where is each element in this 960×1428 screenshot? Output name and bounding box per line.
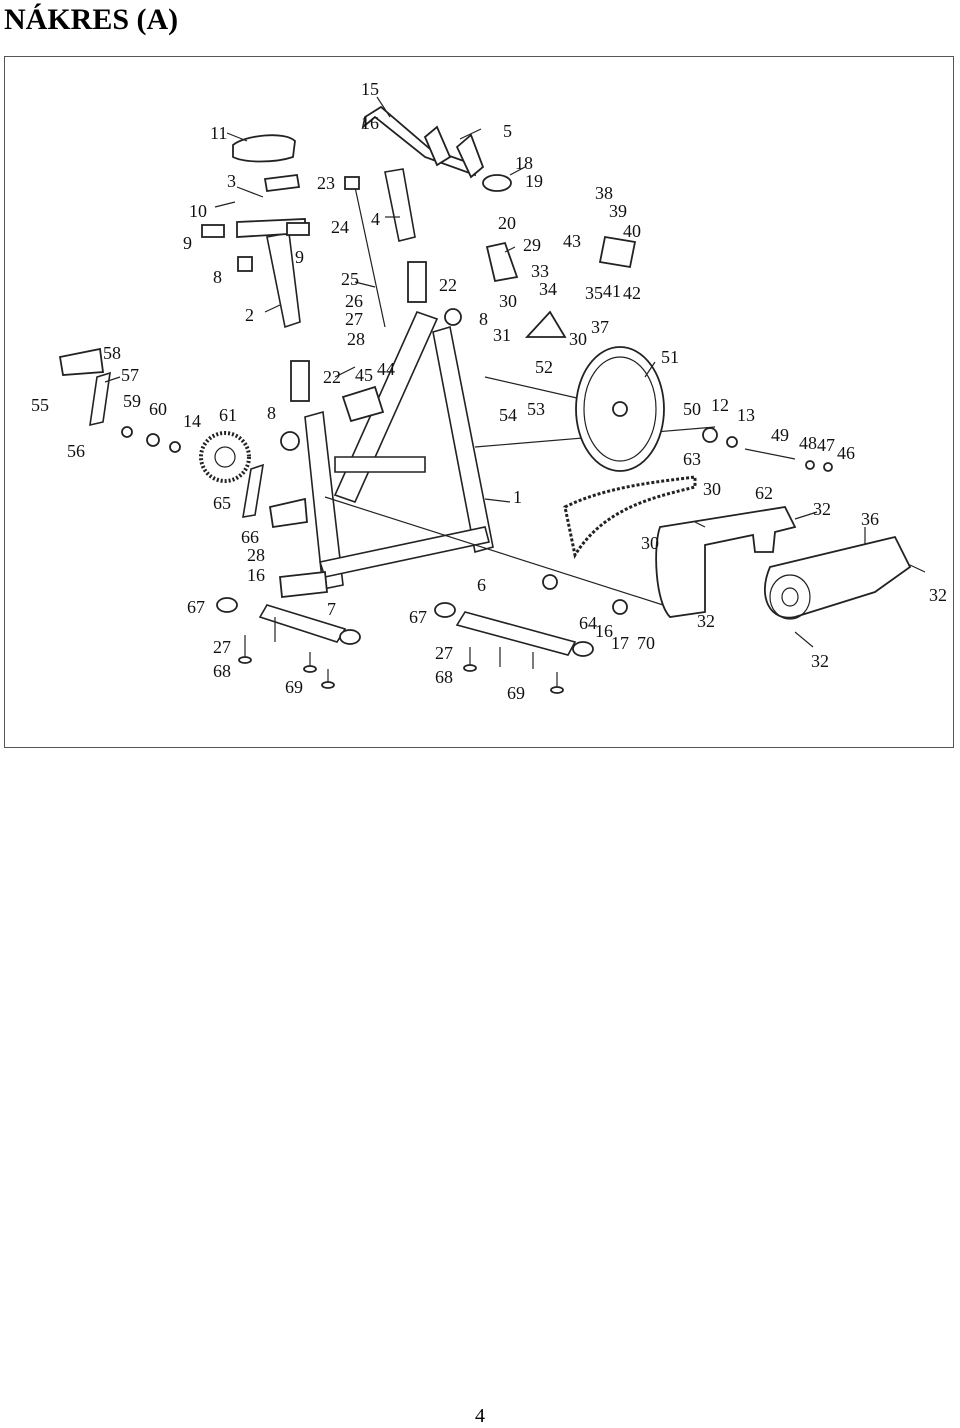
part-label: 57 [121, 365, 139, 385]
part-label: 68 [213, 661, 231, 681]
part-label: 66 [241, 527, 259, 547]
part-label: 12 [711, 395, 729, 415]
part-label: 32 [697, 611, 715, 631]
part-label: 27 [213, 637, 231, 657]
part-label: 67 [187, 597, 205, 617]
part-label: 9 [183, 233, 192, 253]
part-label: 14 [183, 411, 201, 431]
part-label: 22 [439, 275, 457, 295]
part-label: 15 [361, 79, 379, 99]
part-label: 16 [247, 565, 265, 585]
part-label: 4 [371, 209, 380, 229]
part-label: 32 [811, 651, 829, 671]
part-label: 22 [323, 367, 341, 387]
part-label: 54 [499, 405, 517, 425]
part-labels: 15 16 5 11 18 19 3 23 10 4 20 24 9 29 9 … [31, 79, 947, 703]
part-label: 44 [377, 359, 395, 379]
part-label: 16 [361, 113, 379, 133]
part-label: 27 [435, 643, 453, 663]
part-label: 10 [189, 201, 207, 221]
part-label: 25 [341, 269, 359, 289]
part-label: 67 [409, 607, 427, 627]
part-label: 69 [507, 683, 525, 703]
part-label: 18 [515, 153, 533, 173]
part-label: 24 [331, 217, 349, 237]
part-label: 2 [245, 305, 254, 325]
part-label: 20 [498, 213, 516, 233]
part-label: 5 [503, 121, 512, 141]
part-label: 34 [539, 279, 557, 299]
part-label: 41 [603, 281, 621, 301]
part-label: 28 [247, 545, 265, 565]
part-label: 8 [213, 267, 222, 287]
part-label: 38 [595, 183, 613, 203]
part-label: 13 [737, 405, 755, 425]
part-label: 8 [267, 403, 276, 423]
part-label: 65 [213, 493, 231, 513]
part-label: 28 [347, 329, 365, 349]
part-label: 68 [435, 667, 453, 687]
part-label: 55 [31, 395, 49, 415]
part-label: 19 [525, 171, 543, 191]
part-label: 6 [477, 575, 486, 595]
part-label: 7 [327, 599, 336, 619]
part-label: 11 [210, 123, 227, 143]
part-label: 45 [355, 365, 373, 385]
part-label: 30 [703, 479, 721, 499]
part-label: 69 [285, 677, 303, 697]
part-label: 42 [623, 283, 641, 303]
part-label: 49 [771, 425, 789, 445]
part-label: 60 [149, 399, 167, 419]
exploded-diagram: 15 16 5 11 18 19 3 23 10 4 20 24 9 29 9 … [4, 56, 954, 748]
part-label: 33 [531, 261, 549, 281]
part-label: 17 [611, 633, 629, 653]
part-label: 30 [499, 291, 517, 311]
part-label: 3 [227, 171, 236, 191]
part-label: 35 [585, 283, 603, 303]
part-label: 70 [637, 633, 655, 653]
part-label: 31 [493, 325, 511, 345]
part-label: 52 [535, 357, 553, 377]
part-label: 1 [513, 487, 522, 507]
part-label: 32 [813, 499, 831, 519]
part-label: 23 [317, 173, 335, 193]
part-label: 43 [563, 231, 581, 251]
part-label: 29 [523, 235, 541, 255]
part-label: 56 [67, 441, 85, 461]
part-label: 63 [683, 449, 701, 469]
part-label: 62 [755, 483, 773, 503]
part-label: 48 [799, 433, 817, 453]
part-label: 50 [683, 399, 701, 419]
page-number: 4 [475, 1405, 485, 1427]
part-label: 30 [641, 533, 659, 553]
part-label: 30 [569, 329, 587, 349]
exploded-bike-drawing: 15 16 5 11 18 19 3 23 10 4 20 24 9 29 9 … [31, 79, 947, 703]
part-label: 36 [861, 509, 879, 529]
part-label: 51 [661, 347, 679, 367]
part-label: 46 [837, 443, 855, 463]
part-label: 8 [479, 309, 488, 329]
part-label: 26 [345, 291, 363, 311]
part-label: 64 [579, 613, 597, 633]
part-label: 61 [219, 405, 237, 425]
part-label: 27 [345, 309, 363, 329]
part-label: 59 [123, 391, 141, 411]
part-label: 37 [591, 317, 609, 337]
part-label: 58 [103, 343, 121, 363]
part-label: 47 [817, 435, 835, 455]
frame-drawing [58, 96, 926, 694]
part-label: 40 [623, 221, 641, 241]
part-label: 16 [595, 621, 613, 641]
page-title: NÁKRES (A) [4, 3, 179, 36]
part-label: 53 [527, 399, 545, 419]
part-label: 9 [295, 247, 304, 267]
part-label: 39 [609, 201, 627, 221]
part-label: 32 [929, 585, 947, 605]
